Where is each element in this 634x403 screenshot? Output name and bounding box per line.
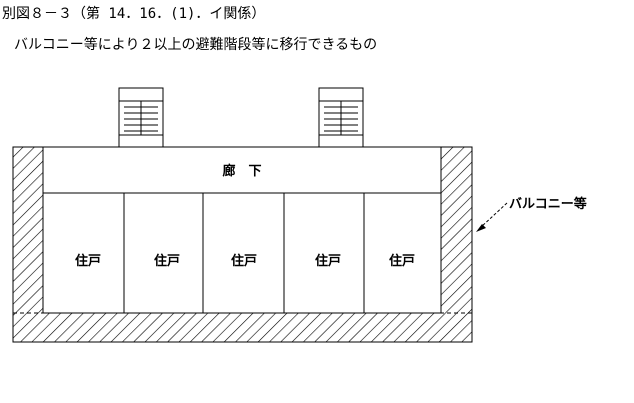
corridor-label: 廊 下 [222, 163, 261, 179]
unit-label: 住戸 [154, 253, 180, 269]
figure-title: 別図８－３（第 14．16．(1)．イ関係） [2, 6, 266, 22]
stair-right [318, 87, 364, 148]
dwelling-unit [363, 192, 442, 314]
dwelling-units: 住戸 住戸 住戸 住戸 住戸 [42, 192, 442, 314]
dwelling-unit [123, 192, 204, 314]
unit-label: 住戸 [231, 253, 257, 269]
dwelling-unit [283, 192, 365, 314]
dwelling-unit [202, 192, 285, 314]
unit-label: 住戸 [315, 253, 341, 269]
stair-left [118, 87, 164, 148]
figure-subtitle: バルコニー等により２以上の避難階段等に移行できるもの [14, 37, 378, 53]
balcony-label: バルコニー等 [509, 196, 587, 212]
balcony-callout: バルコニー等 [476, 196, 587, 232]
dwelling-unit [42, 192, 125, 314]
arrow-icon [476, 224, 486, 232]
unit-label: 住戸 [389, 253, 415, 269]
unit-label: 住戸 [75, 253, 101, 269]
corridor: 廊 下 [42, 146, 442, 194]
